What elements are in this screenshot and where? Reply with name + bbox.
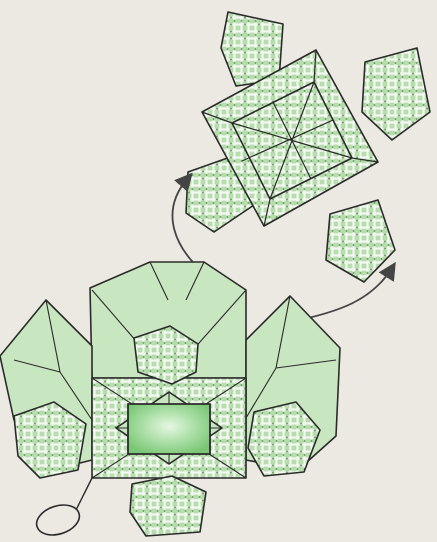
flap-right (362, 48, 430, 140)
assembled-box (0, 262, 340, 540)
flap-bottom (326, 200, 395, 282)
string-loop-icon (33, 500, 83, 540)
flat-unit (186, 12, 430, 282)
bottom-tab (130, 476, 206, 536)
center-window (128, 404, 210, 454)
